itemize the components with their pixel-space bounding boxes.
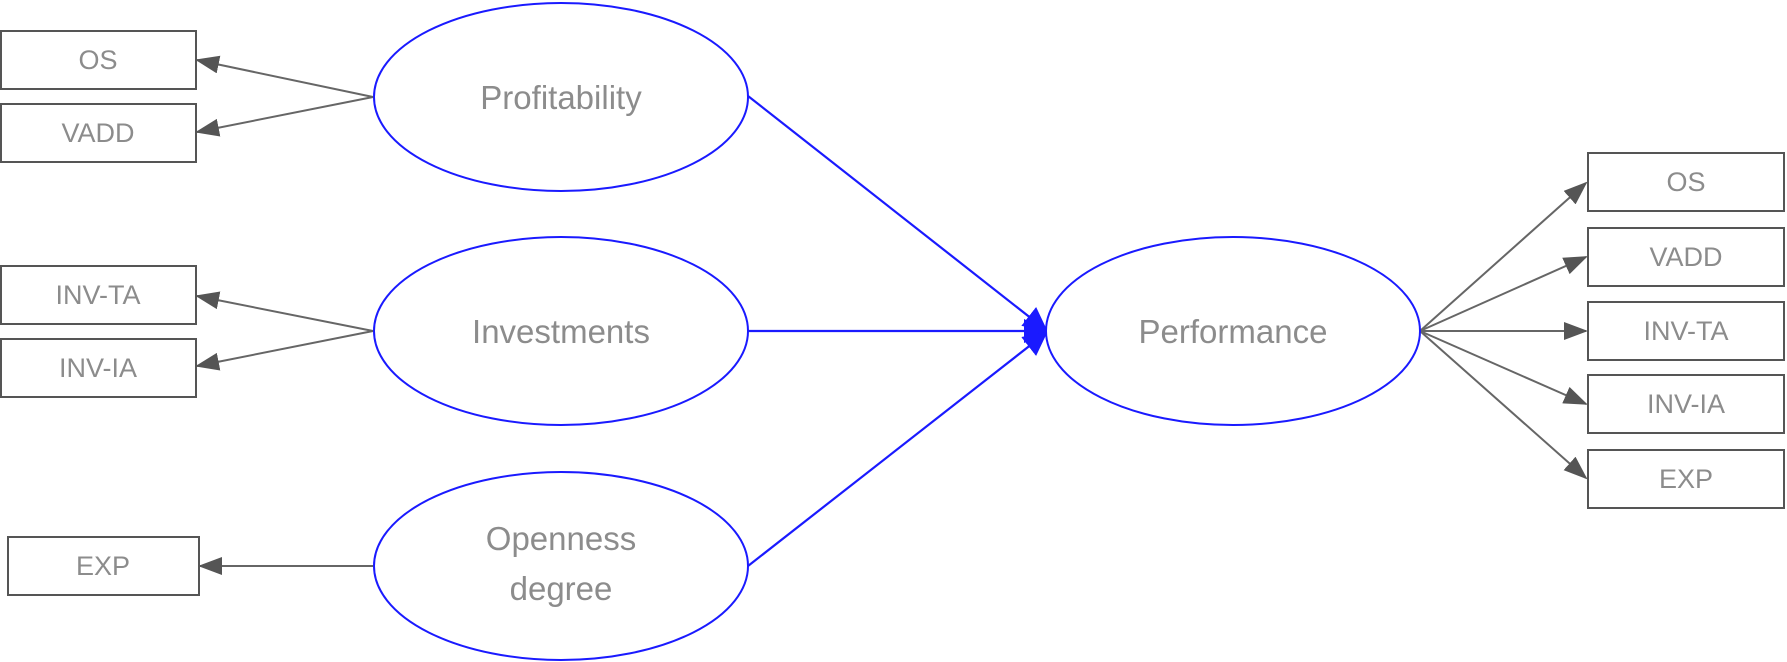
indicator-left-inv-ia-label: INV-IA bbox=[59, 353, 137, 383]
indicator-left-os: OS bbox=[0, 30, 197, 90]
indicator-right-inv-ta: INV-TA bbox=[1587, 301, 1785, 361]
path-profitability-to-performance bbox=[747, 95, 1048, 332]
indicator-right-exp: EXP bbox=[1587, 449, 1785, 509]
indicator-right-inv-ta-label: INV-TA bbox=[1643, 316, 1728, 346]
indicator-right-os: OS bbox=[1587, 152, 1785, 212]
indicator-right-inv-ia: INV-IA bbox=[1587, 374, 1785, 434]
indicator-left-inv-ta: INV-TA bbox=[0, 265, 197, 325]
path-profitability-to-os bbox=[195, 55, 374, 98]
latent-investments: Investments bbox=[373, 236, 749, 426]
indicator-left-vadd-label: VADD bbox=[61, 118, 134, 148]
latent-investments-label: Investments bbox=[472, 313, 650, 350]
indicator-left-inv-ta-label: INV-TA bbox=[55, 280, 140, 310]
indicator-right-inv-ia-label: INV-IA bbox=[1647, 389, 1725, 419]
path-performance-to-vadd bbox=[1419, 256, 1588, 332]
indicator-left-vadd: VADD bbox=[0, 103, 197, 163]
indicator-right-exp-label: EXP bbox=[1659, 464, 1713, 494]
indicator-left-exp-label: EXP bbox=[76, 551, 130, 581]
path-investments-to-inv-ia bbox=[195, 330, 374, 371]
indicator-right-vadd: VADD bbox=[1587, 227, 1785, 287]
indicator-right-vadd-label: VADD bbox=[1649, 242, 1722, 272]
latent-performance-label: Performance bbox=[1139, 313, 1328, 350]
path-profitability-to-vadd bbox=[195, 96, 374, 137]
path-performance-to-exp bbox=[1419, 330, 1588, 480]
latent-performance: Performance bbox=[1045, 236, 1421, 426]
indicator-left-os-label: OS bbox=[78, 45, 117, 75]
indicator-left-inv-ia: INV-IA bbox=[0, 338, 197, 398]
path-performance-to-inv-ia bbox=[1419, 330, 1588, 405]
latent-profitability-label: Profitability bbox=[480, 79, 642, 116]
indicator-right-os-label: OS bbox=[1666, 167, 1705, 197]
path-openness-to-performance bbox=[747, 331, 1048, 567]
latent-openness-label-line2: degree bbox=[510, 570, 613, 607]
latent-openness-label-line1: Openness bbox=[486, 520, 636, 557]
path-investments-to-inv-ta bbox=[195, 291, 374, 332]
latent-openness-degree: Openness degree bbox=[373, 471, 749, 661]
path-performance-to-os bbox=[1419, 181, 1588, 332]
latent-profitability: Profitability bbox=[373, 2, 749, 192]
indicator-left-exp: EXP bbox=[7, 536, 200, 596]
